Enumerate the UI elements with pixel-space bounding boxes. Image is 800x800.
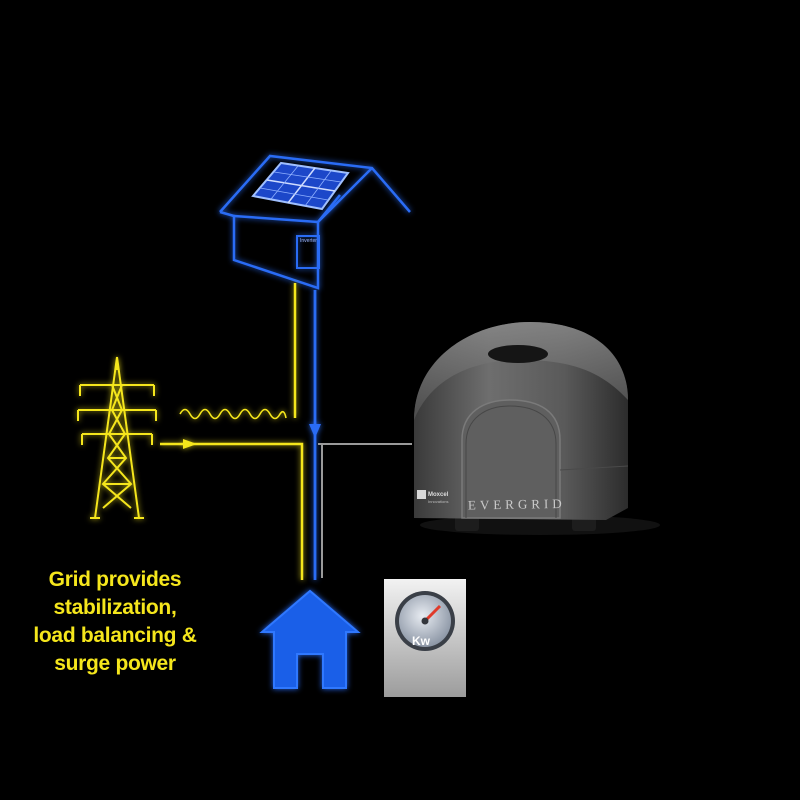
grid-power-line	[160, 283, 304, 580]
caption-line-2: stabilization,	[53, 596, 177, 619]
solar-power-line	[309, 290, 321, 580]
caption-line-3: load balancing &	[33, 624, 197, 647]
transmission-tower-icon	[77, 356, 157, 519]
caption-line-1: Grid provides	[48, 568, 182, 591]
unit-maker-label: Moxcel	[428, 492, 449, 498]
evergrid-unit-icon	[414, 322, 660, 535]
meter-unit-label: Kw	[412, 634, 431, 648]
unit-maker-sub-label: Innovations	[428, 499, 448, 504]
grid-caption: Grid provides stabilization, load balanc…	[20, 566, 210, 678]
solar-house-icon	[219, 154, 411, 290]
storage-link-line	[318, 443, 412, 578]
solar-panel-icon	[251, 161, 350, 211]
home-icon	[259, 589, 361, 689]
kw-meter-icon	[384, 579, 466, 697]
caption-line-4: surge power	[54, 652, 176, 675]
unit-brand-label: EVERGRID	[468, 496, 566, 513]
inverter-label: Inverter	[300, 238, 317, 244]
